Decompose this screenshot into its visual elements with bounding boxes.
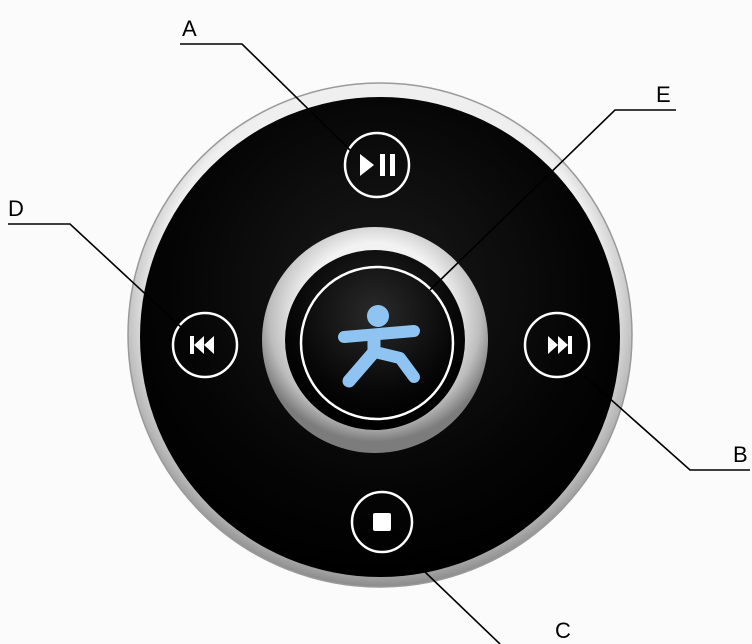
callout-label-e: E (656, 82, 671, 107)
callout-label-c: C (555, 618, 571, 643)
stop-icon (373, 513, 391, 531)
callout-label-a: A (182, 16, 197, 41)
callout-label-b: B (733, 442, 748, 467)
callout-label-d: D (8, 196, 24, 221)
